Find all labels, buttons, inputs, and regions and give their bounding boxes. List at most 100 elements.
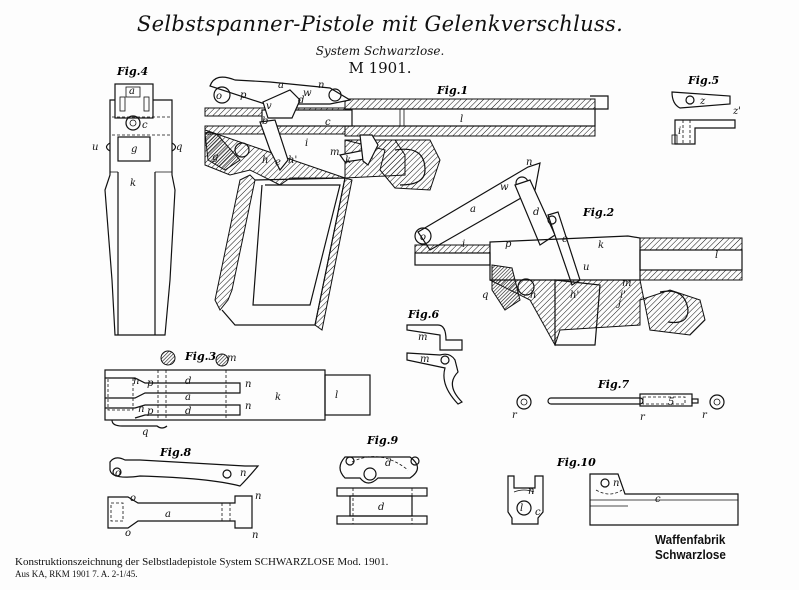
svg-text:d: d bbox=[298, 95, 304, 106]
svg-text:b: b bbox=[262, 116, 268, 127]
svg-text:h': h' bbox=[570, 290, 579, 301]
svg-text:h': h' bbox=[288, 155, 297, 166]
svg-text:a: a bbox=[470, 204, 476, 215]
svg-text:z: z bbox=[699, 96, 706, 107]
svg-text:a: a bbox=[165, 509, 171, 520]
svg-text:l: l bbox=[715, 250, 718, 261]
svg-text:m: m bbox=[420, 354, 429, 365]
svg-text:g: g bbox=[212, 152, 218, 163]
svg-text:v: v bbox=[266, 101, 272, 112]
figure-9: dd bbox=[336, 456, 428, 525]
svg-text:m: m bbox=[227, 353, 236, 364]
svg-text:a: a bbox=[278, 80, 284, 91]
svg-text:p: p bbox=[240, 90, 247, 101]
svg-text:n: n bbox=[252, 530, 258, 541]
caption: Konstruktionszeichnung der Selbstladepis… bbox=[15, 556, 389, 568]
figure-5: z z' i bbox=[671, 91, 741, 145]
svg-text:d: d bbox=[378, 502, 384, 513]
fig2-label: Fig.2 bbox=[582, 206, 615, 219]
svg-text:l: l bbox=[335, 390, 338, 401]
drawing-title: Selbstspanner-Pistole mit Gelenkverschlu… bbox=[136, 12, 624, 36]
svg-text:q: q bbox=[176, 142, 182, 153]
svg-text:r: r bbox=[702, 410, 708, 421]
svg-text:p: p bbox=[505, 239, 512, 250]
svg-text:m: m bbox=[622, 278, 631, 289]
figure-6: mm bbox=[406, 324, 464, 405]
svg-text:n: n bbox=[245, 379, 251, 390]
svg-text:a: a bbox=[129, 86, 135, 97]
svg-text:k: k bbox=[130, 178, 136, 189]
svg-text:m: m bbox=[418, 332, 427, 343]
svg-text:i: i bbox=[678, 126, 681, 137]
svg-text:d: d bbox=[185, 406, 191, 417]
svg-text:k: k bbox=[275, 392, 281, 403]
svg-text:p: p bbox=[147, 378, 154, 389]
figure-8: o n a o o n n bbox=[107, 457, 261, 541]
svg-text:n: n bbox=[138, 404, 144, 415]
figure-2: a o n w d e k i p u q h h' m i' l j bbox=[414, 157, 743, 347]
fig6-label: Fig.6 bbox=[407, 308, 440, 321]
svg-text:l: l bbox=[460, 114, 463, 125]
svg-text:n: n bbox=[133, 376, 139, 387]
fig4-label: Fig.4 bbox=[116, 65, 148, 78]
svg-text:h: h bbox=[262, 155, 268, 166]
svg-text:h: h bbox=[530, 290, 536, 301]
svg-text:e: e bbox=[562, 234, 568, 245]
svg-text:z': z' bbox=[732, 106, 741, 117]
svg-text:a: a bbox=[185, 392, 191, 403]
svg-text:n: n bbox=[528, 486, 534, 497]
svg-text:k: k bbox=[598, 240, 604, 251]
fig8-label: Fig.8 bbox=[159, 446, 192, 459]
svg-text:d: d bbox=[533, 207, 539, 218]
svg-text:i: i bbox=[462, 239, 465, 250]
svg-text:c: c bbox=[655, 494, 661, 505]
figure-10: nl cn c bbox=[507, 473, 739, 526]
svg-text:o: o bbox=[130, 493, 136, 504]
svg-text:i': i' bbox=[620, 290, 626, 301]
svg-text:q: q bbox=[142, 427, 148, 438]
svg-text:o: o bbox=[125, 528, 131, 539]
svg-text:n: n bbox=[613, 478, 619, 489]
svg-text:o: o bbox=[115, 468, 121, 479]
svg-text:m: m bbox=[330, 147, 339, 158]
svg-text:e: e bbox=[275, 157, 281, 168]
svg-text:i: i bbox=[305, 138, 308, 149]
svg-text:c: c bbox=[142, 120, 148, 131]
svg-text:o: o bbox=[420, 232, 426, 243]
svg-text:n: n bbox=[255, 491, 261, 502]
svg-text:d: d bbox=[185, 376, 191, 387]
svg-text:k: k bbox=[345, 155, 351, 166]
svg-text:n: n bbox=[240, 468, 246, 479]
svg-text:r: r bbox=[512, 410, 518, 421]
svg-text:j: j bbox=[616, 298, 621, 309]
svg-text:5: 5 bbox=[668, 397, 674, 408]
drawing-subtitle: System Schwarzlose. bbox=[315, 44, 445, 58]
svg-text:g: g bbox=[131, 144, 137, 155]
svg-text:q: q bbox=[482, 290, 488, 301]
svg-text:n: n bbox=[318, 80, 324, 91]
svg-text:u: u bbox=[92, 142, 98, 153]
svg-text:n: n bbox=[245, 401, 251, 412]
svg-text:w: w bbox=[500, 182, 509, 193]
svg-text:w: w bbox=[303, 88, 312, 99]
fig1-label: Fig.1 bbox=[436, 84, 468, 97]
svg-text:n: n bbox=[526, 157, 532, 168]
svg-text:u: u bbox=[583, 262, 589, 273]
model-designation: M 1901. bbox=[348, 59, 412, 77]
figure-4: a c g u q k bbox=[92, 83, 182, 336]
fig7-label: Fig.7 bbox=[597, 378, 630, 391]
svg-text:c: c bbox=[535, 507, 541, 518]
svg-text:d: d bbox=[385, 458, 391, 469]
fig5-label: Fig.5 bbox=[687, 74, 719, 87]
manufacturer-label: Waffenfabrik Schwarzlose bbox=[655, 532, 726, 562]
fig3-label: Fig.3 bbox=[184, 350, 217, 363]
fig10-label: Fig.10 bbox=[556, 456, 596, 469]
svg-text:c: c bbox=[325, 117, 331, 128]
fig9-label: Fig.9 bbox=[366, 434, 399, 447]
svg-text:o: o bbox=[216, 91, 222, 102]
source-reference: Aus KA, RKM 1901 7. A. 2-1/45. bbox=[15, 569, 138, 579]
svg-text:l: l bbox=[520, 503, 523, 514]
